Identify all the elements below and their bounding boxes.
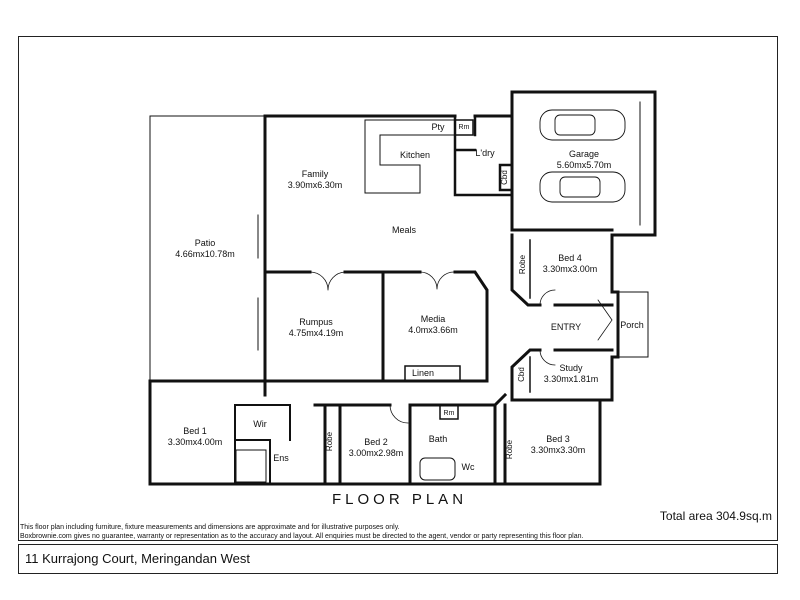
rm1-box (454, 119, 474, 136)
shower (235, 449, 267, 483)
disclaimer-line: Boxbrownie.com gives no guarantee, warra… (20, 533, 584, 540)
room-label: Garage (568, 149, 600, 159)
study-wall (510, 348, 614, 402)
total-area: Total area 304.9sq.m (659, 509, 772, 523)
room-label: L'dry (475, 148, 495, 158)
room-label: Family (301, 169, 329, 179)
bed4-wall (510, 233, 614, 307)
garage-wall (510, 114, 614, 232)
room-label: Porch (620, 320, 644, 330)
room-label: Robe (505, 439, 515, 460)
room-label: Rumpus (299, 317, 333, 327)
room-label: Wc (461, 462, 475, 472)
car-icon (539, 109, 626, 203)
porch (617, 291, 649, 358)
room-dimension: 3.30mx1.81m (543, 374, 599, 384)
room-dimension: 3.90mx6.30m (287, 180, 343, 190)
room-label: Pty (431, 122, 445, 132)
room-robe-1: Robe (325, 432, 334, 451)
rm2-box (439, 404, 459, 420)
room-meals: Meals (392, 225, 416, 236)
disclaimer: This floor plan including furniture, fix… (20, 523, 660, 541)
room-cbd-2: Cbd (517, 367, 526, 382)
ensuite-wall (234, 404, 291, 485)
door-swing (309, 271, 613, 424)
room-label: Cbd (499, 170, 509, 185)
room-dimension: 4.75mx4.19m (288, 328, 344, 338)
room-wir: Wir (253, 419, 267, 430)
room-label: Bed 1 (183, 426, 207, 436)
room-robe-3: Robe (505, 440, 514, 459)
property-address: 11 Kurrajong Court, Meringandan West (25, 551, 250, 566)
room-label: Media (420, 314, 446, 324)
floor-plan-title: FLOOR PLAN (332, 491, 468, 508)
address-bar: 11 Kurrajong Court, Meringandan West (18, 544, 778, 574)
room-label: Bed 3 (546, 434, 570, 444)
room-porch: Porch (620, 320, 644, 331)
room-laundry: L'dry (475, 148, 494, 159)
room-dimension: 3.30mx3.00m (542, 264, 598, 274)
room-dimension: 3.00mx2.98m (348, 448, 404, 458)
bathtub (419, 457, 456, 481)
room-label: Bed 2 (364, 437, 388, 447)
bedroom-wing-wall (148, 379, 508, 486)
room-label: Kitchen (399, 150, 431, 160)
room-robe-4: Robe (518, 255, 527, 274)
room-kitchen: Kitchen (400, 150, 430, 161)
room-linen: Linen (412, 368, 434, 379)
room-label: Rm (443, 410, 455, 417)
room-pantry: Pty (431, 122, 444, 133)
room-label: Study (559, 363, 583, 373)
room-label: Meals (391, 225, 417, 235)
room-label: Bath (428, 434, 448, 444)
room-dimension: 5.60mx5.70m (556, 160, 612, 170)
room-wc: Wc (462, 462, 475, 473)
room-label: Patio (194, 238, 216, 248)
room-label: Robe (325, 431, 335, 452)
room-label: ENTRY (550, 322, 582, 332)
room-entry: ENTRY (551, 322, 581, 333)
room-dimension: 4.66mx10.78m (175, 249, 235, 259)
room-cbd-1: Cbd (500, 170, 509, 185)
room-dimension: 4.0mx3.66m (408, 325, 458, 335)
room-rm-1: Rm (459, 122, 470, 133)
room-label: Linen (411, 368, 435, 378)
laundry-wall (453, 114, 514, 197)
room-label: Ens (273, 453, 289, 463)
room-label: Robe (518, 254, 528, 275)
room-bath: Bath (429, 434, 448, 445)
room-label: Rm (458, 124, 470, 131)
room-ensuite: Ens (273, 453, 289, 464)
room-dimension: 3.30mx4.00m (167, 437, 223, 447)
disclaimer-line: This floor plan including furniture, fix… (20, 524, 400, 531)
room-label: Bed 4 (558, 253, 582, 263)
room-dimension: 3.30mx3.30m (530, 445, 586, 455)
plan-frame (18, 36, 778, 541)
room-label: Cbd (516, 367, 526, 382)
room-rm-2: Rm (444, 408, 455, 419)
linen-cupboard (404, 365, 461, 382)
room-label: Wir (253, 419, 267, 429)
rumpus-wall (263, 270, 489, 383)
